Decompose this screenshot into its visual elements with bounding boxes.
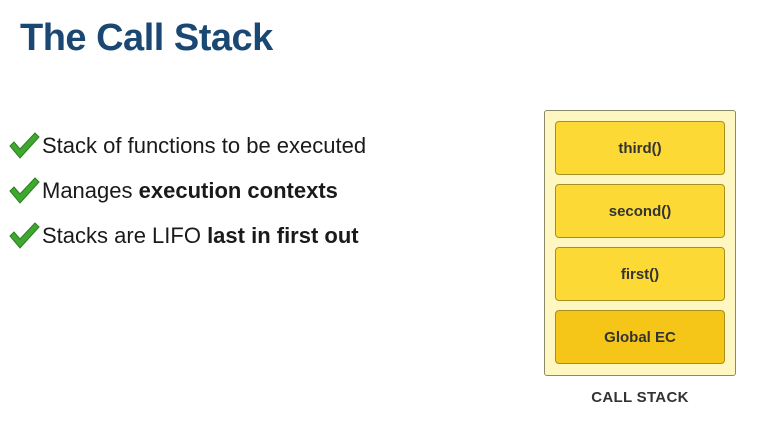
bullet-plain-text: Stack of functions to be executed [42,133,367,158]
checkmark-icon [8,221,40,251]
call-stack-caption: CALL STACK [591,389,689,406]
bullet-plain-text: Manages [42,178,139,203]
slide-title: The Call Stack [20,17,273,59]
bullet-list: Stack of functions to be executed Manage… [8,130,366,265]
checkmark-icon [8,131,40,161]
bullet-item: Stack of functions to be executed [8,130,366,162]
stack-frame-first: first() [555,247,725,301]
stack-frame-second: second() [555,184,725,238]
bullet-text: Manages execution contexts [42,178,338,204]
bullet-item: Manages execution contexts [8,175,366,207]
bullet-text: Stack of functions to be executed [42,133,366,159]
stack-frame-global-ec: Global EC [555,310,725,364]
bullet-bold-text: last in first out [207,223,359,248]
call-stack-container: third() second() first() Global EC [544,110,736,376]
checkmark-icon [8,176,40,206]
stack-frame-third: third() [555,121,725,175]
bullet-plain-text: Stacks are LIFO [42,223,208,248]
bullet-item: Stacks are LIFO last in first out [8,220,366,252]
bullet-bold-text: execution contexts [138,178,338,203]
bullet-text: Stacks are LIFO last in first out [42,223,359,249]
